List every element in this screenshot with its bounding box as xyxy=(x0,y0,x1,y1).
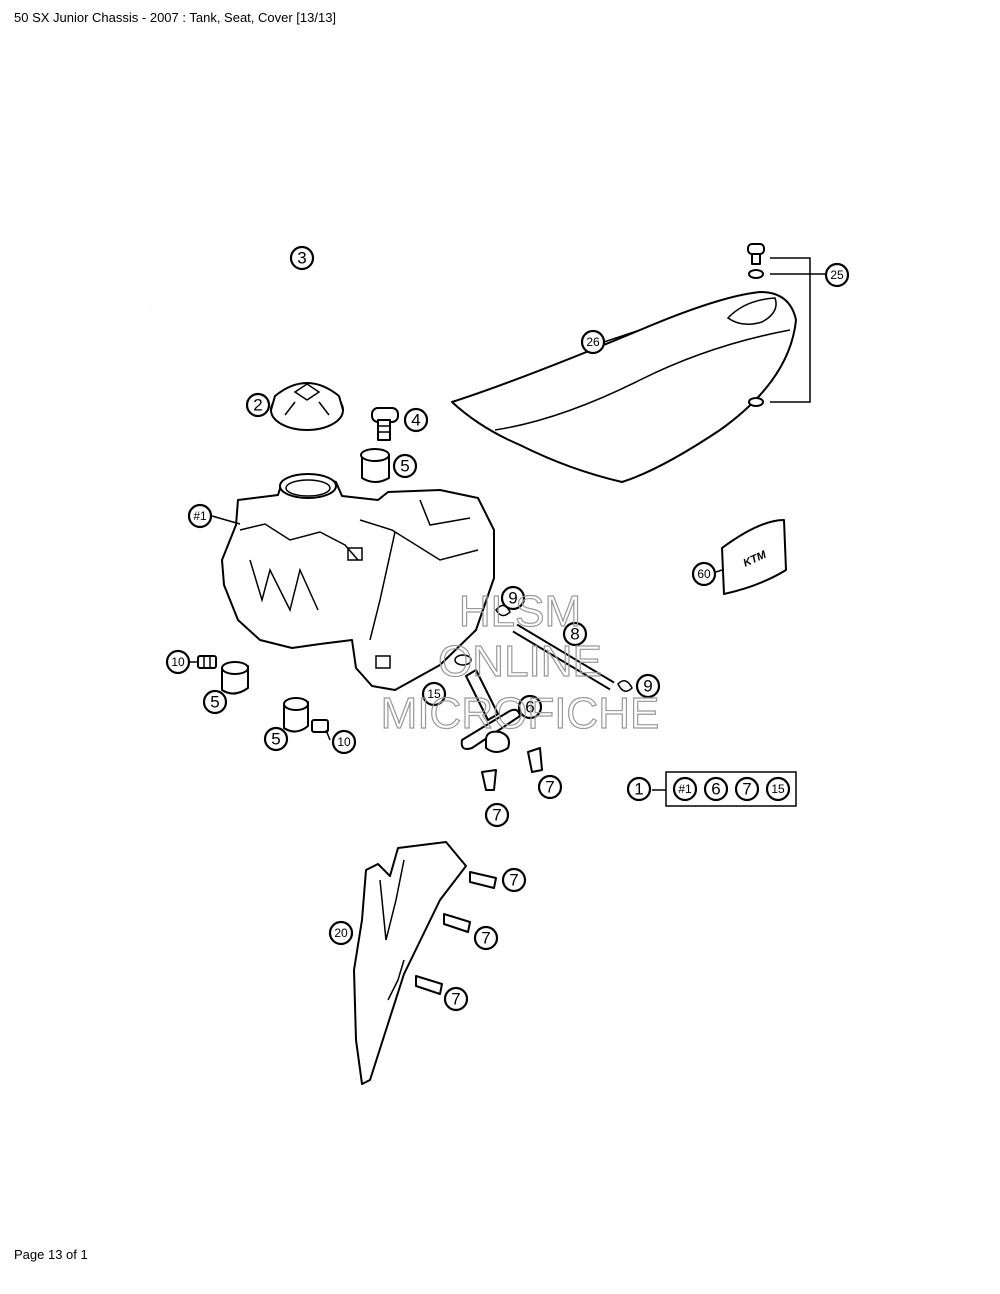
svg-text:ONLINE: ONLINE xyxy=(438,637,602,686)
svg-text:7: 7 xyxy=(509,871,518,890)
svg-text:#1: #1 xyxy=(193,509,207,523)
svg-text:7: 7 xyxy=(451,990,460,1009)
callout-10-mid: 10 xyxy=(331,729,357,755)
callout-9-right: 9 xyxy=(635,673,661,699)
callout-5-top: 5 xyxy=(392,453,418,479)
tap-screws xyxy=(481,747,543,791)
kit-label-1: 1 xyxy=(626,776,652,802)
callout-9-left: 9 xyxy=(500,585,526,611)
seat xyxy=(451,291,797,483)
callout-5-mid: 5 xyxy=(263,726,289,752)
svg-text:5: 5 xyxy=(210,693,219,712)
svg-text:6: 6 xyxy=(711,780,720,799)
svg-text:7: 7 xyxy=(742,780,751,799)
callout-60: 60 xyxy=(691,561,717,587)
svg-text:20: 20 xyxy=(334,926,348,940)
svg-text:15: 15 xyxy=(771,782,785,796)
svg-text:3: 3 xyxy=(297,249,306,268)
callout-10-left: 10 xyxy=(165,649,191,675)
svg-text:10: 10 xyxy=(337,735,351,749)
svg-text:5: 5 xyxy=(400,457,409,476)
callout-hash1: #1 xyxy=(187,503,213,529)
fuel-hose xyxy=(495,604,633,692)
svg-text:8: 8 xyxy=(570,625,579,644)
tank-mount-bolt xyxy=(371,407,399,441)
kit-item-6: 6 xyxy=(703,776,729,802)
callout-6: 6 xyxy=(517,694,543,720)
ktm-decal: KTM xyxy=(721,519,787,595)
page-title: 50 SX Junior Chassis - 2007 : Tank, Seat… xyxy=(14,10,337,25)
callout-7-tap-left: 7 xyxy=(484,802,510,828)
svg-text:1: 1 xyxy=(634,780,643,799)
page-footer: Page 13 of 1 xyxy=(14,1247,88,1262)
svg-text:MICROFICHE: MICROFICHE xyxy=(381,689,660,738)
svg-text:7: 7 xyxy=(481,929,490,948)
svg-text:4: 4 xyxy=(411,411,420,430)
cover-screws xyxy=(415,871,497,995)
svg-text:26: 26 xyxy=(586,335,600,349)
callout-20: 20 xyxy=(328,920,354,946)
rubber-spacer-top xyxy=(360,448,390,483)
side-cover xyxy=(353,841,467,1085)
callout-5-left: 5 xyxy=(202,689,228,715)
fuel-tap xyxy=(454,654,521,753)
seat-screw-and-washers xyxy=(747,243,825,407)
svg-text:7: 7 xyxy=(492,806,501,825)
kit-item-hash1: #1 xyxy=(672,776,698,802)
svg-text:60: 60 xyxy=(697,567,711,581)
svg-text:6: 6 xyxy=(525,698,534,717)
svg-text:7: 7 xyxy=(545,778,554,797)
breather-hose xyxy=(147,223,309,359)
svg-text:9: 9 xyxy=(508,589,517,608)
callout-7-cover-3: 7 xyxy=(443,986,469,1012)
callout-8: 8 xyxy=(562,621,588,647)
kit-item-7: 7 xyxy=(734,776,760,802)
callout-3: 3 xyxy=(289,245,315,271)
callout-4: 4 xyxy=(403,407,429,433)
kit-item-15: 15 xyxy=(765,776,791,802)
svg-text:#1: #1 xyxy=(678,782,692,796)
svg-text:9: 9 xyxy=(643,677,652,696)
callout-2: 2 xyxy=(245,392,271,418)
callout-7-cover-2: 7 xyxy=(473,925,499,951)
svg-text:2: 2 xyxy=(253,396,262,415)
fuel-tank xyxy=(221,473,495,691)
watermark: HLSM ONLINE MICROFICHE xyxy=(380,586,660,738)
svg-text:10: 10 xyxy=(171,655,185,669)
svg-text:15: 15 xyxy=(427,687,441,701)
fuel-cap xyxy=(270,382,344,431)
svg-text:25: 25 xyxy=(830,268,844,282)
callout-7-cover-1: 7 xyxy=(501,867,527,893)
callout-25: 25 xyxy=(824,262,850,288)
callout-15: 15 xyxy=(421,681,447,707)
callout-26: 26 xyxy=(580,329,606,355)
callout-7-tap-right: 7 xyxy=(537,774,563,800)
svg-text:HLSM: HLSM xyxy=(459,587,581,636)
svg-text:5: 5 xyxy=(271,730,280,749)
